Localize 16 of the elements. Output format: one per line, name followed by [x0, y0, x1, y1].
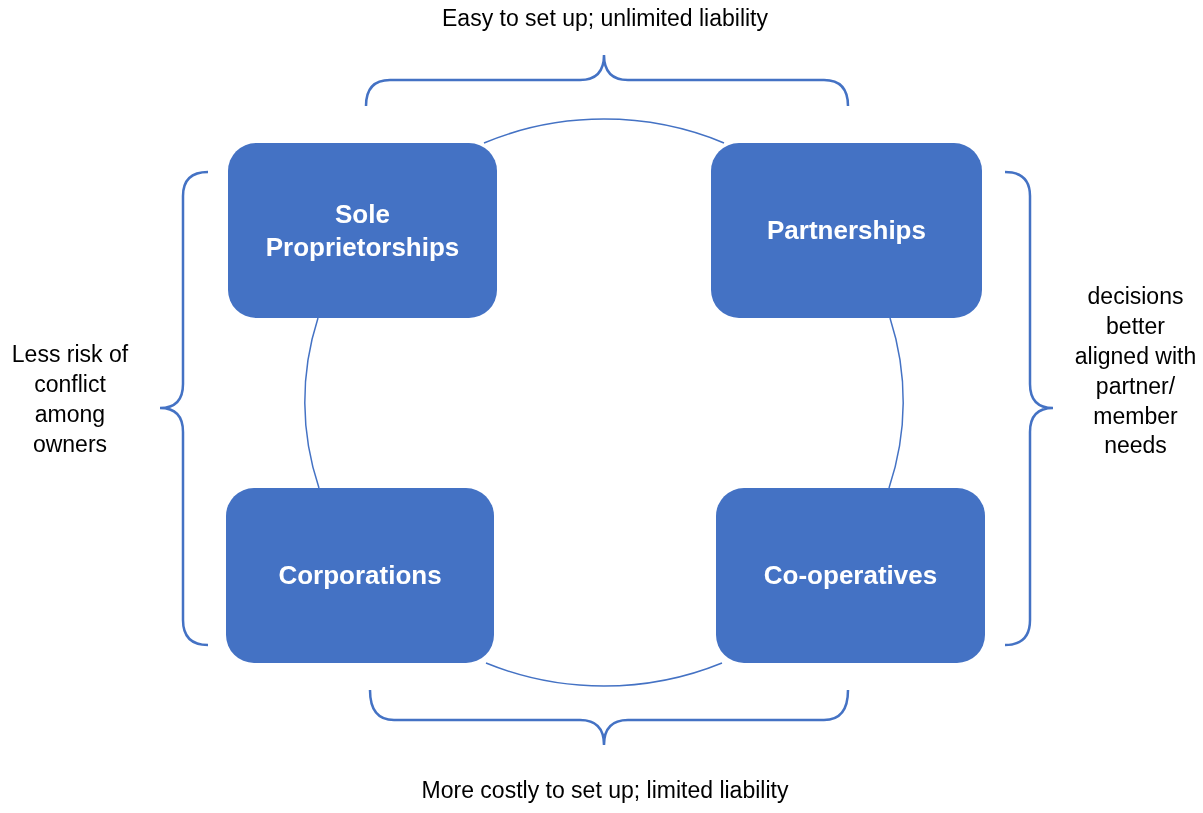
rounded-box: [226, 488, 494, 663]
annotation-text: decisions better aligned with partner/ member needs: [1073, 282, 1198, 461]
circle-arc: [485, 662, 723, 687]
rounded-box: [228, 143, 497, 318]
rounded-box: [716, 488, 985, 663]
box-label: Partnerships: [767, 214, 926, 247]
annotation-text: More costly to set up; limited liability: [420, 776, 790, 805]
circle-arc: [888, 317, 904, 489]
circle-arc: [483, 118, 725, 144]
rounded-box: [711, 143, 982, 318]
annotation-text: Easy to set up; unlimited liability: [441, 4, 769, 33]
circle-arc: [304, 317, 320, 489]
annotation-text: Less risk of conflict among owners: [10, 340, 130, 459]
box-label: Sole Proprietorships: [264, 198, 461, 263]
box-label: Corporations: [278, 559, 442, 592]
box-label: Co-operatives: [763, 559, 938, 592]
